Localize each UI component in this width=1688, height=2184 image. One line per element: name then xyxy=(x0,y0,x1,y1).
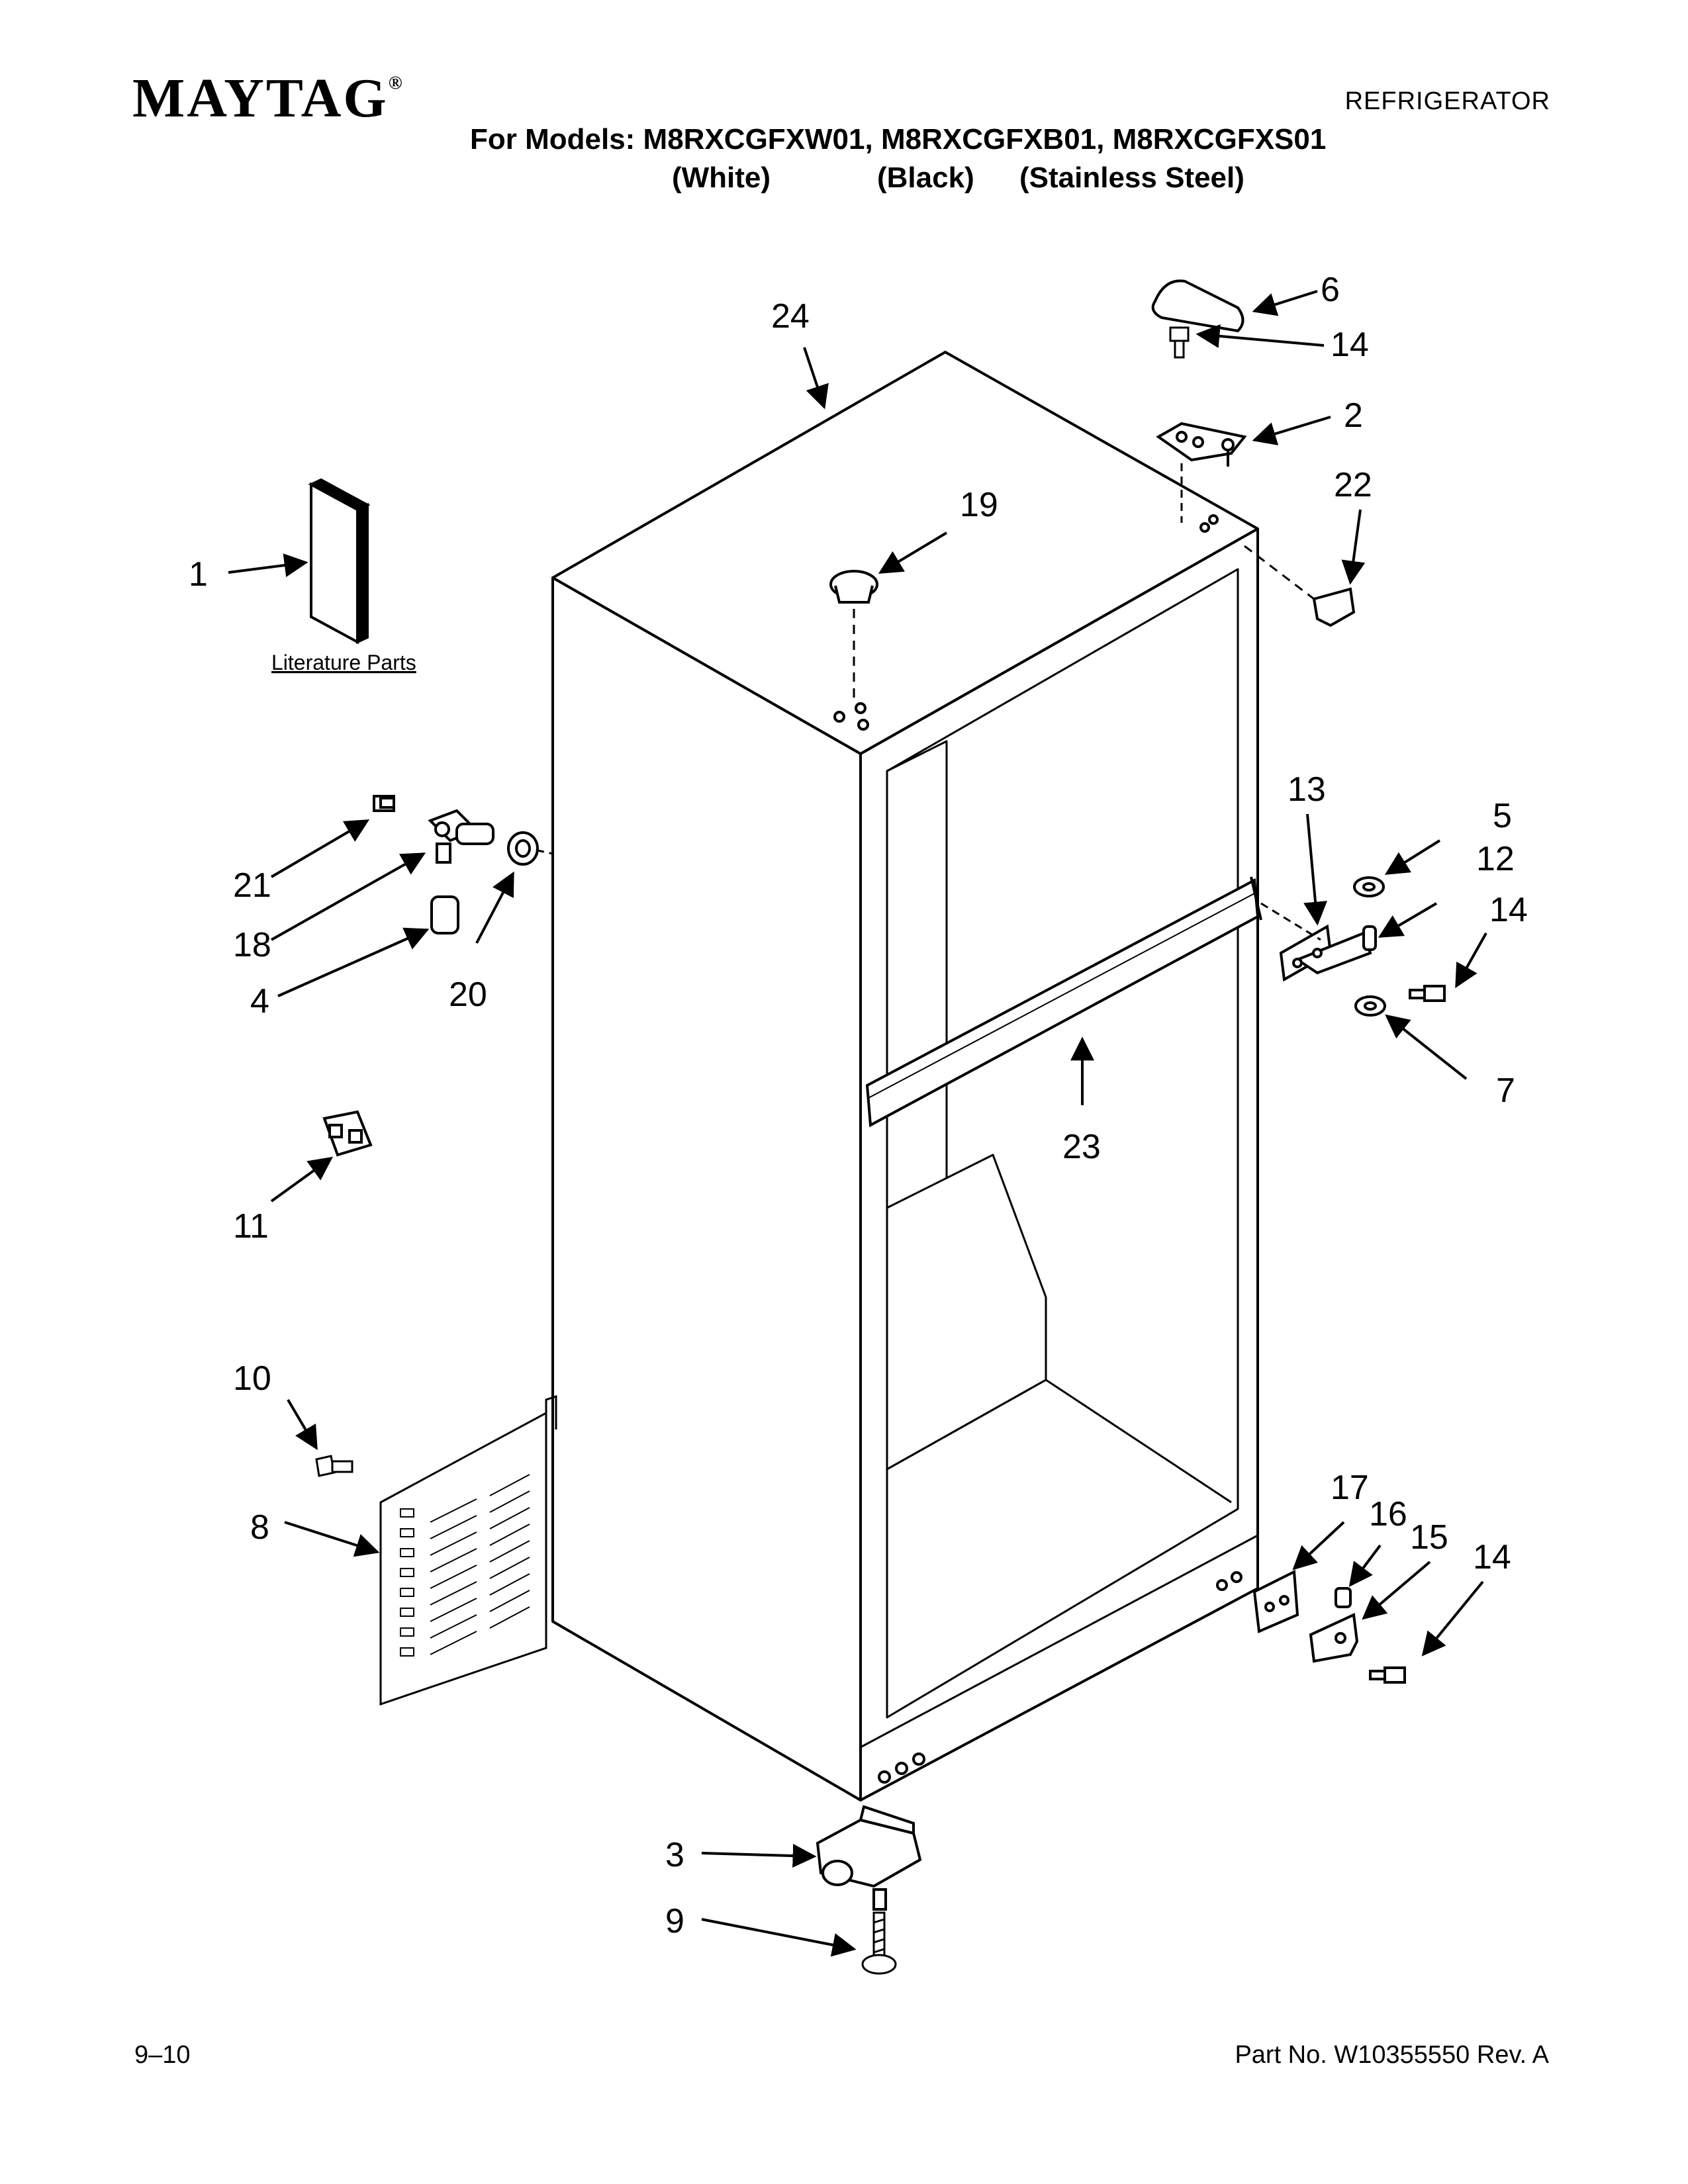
callout-4: 4 xyxy=(250,982,269,1021)
back-panel xyxy=(379,1394,557,1706)
hinge-cover xyxy=(1151,279,1244,333)
panel-screw xyxy=(315,1455,353,1477)
callout-3: 3 xyxy=(665,1836,684,1874)
callout-7: 7 xyxy=(1496,1071,1515,1110)
lower-hinge-group xyxy=(1252,1569,1406,1684)
top-plug xyxy=(829,570,878,604)
callout-2: 2 xyxy=(1344,396,1363,435)
leader-lines xyxy=(228,290,1487,1957)
top-hinge xyxy=(1156,422,1247,467)
category-label: REFRIGERATOR xyxy=(1344,87,1550,115)
variant-white: (White) xyxy=(672,161,771,194)
callout-numbers: 24 6 14 2 22 19 1 Literature Parts 21 18… xyxy=(189,271,1528,1940)
page-number: 9–10 xyxy=(134,2041,191,2069)
brand-logo: MAYTAG® xyxy=(132,68,404,129)
part-number: Part No. W10355550 Rev. A xyxy=(1235,2041,1549,2069)
callout-24: 24 xyxy=(771,297,810,336)
callout-6: 6 xyxy=(1321,271,1340,309)
roller-bracket xyxy=(816,1805,922,1911)
literature-caption: Literature Parts xyxy=(271,651,416,674)
wire-clip xyxy=(322,1110,373,1157)
callout-14-low: 14 xyxy=(1473,1538,1511,1576)
leveling-foot xyxy=(861,1911,897,1975)
center-hinge-group xyxy=(1279,876,1446,1017)
callout-16: 16 xyxy=(1369,1495,1407,1533)
callout-21: 21 xyxy=(233,866,271,905)
callout-14-mid: 14 xyxy=(1489,891,1528,929)
callout-13: 13 xyxy=(1288,770,1326,809)
door-stop-clip xyxy=(1312,587,1356,627)
cabinet xyxy=(551,351,1259,1801)
callout-1: 1 xyxy=(189,555,208,594)
callout-5: 5 xyxy=(1493,797,1512,835)
callout-11: 11 xyxy=(233,1207,269,1246)
callout-18: 18 xyxy=(233,926,271,964)
callout-17: 17 xyxy=(1331,1469,1369,1507)
callout-22: 22 xyxy=(1334,466,1372,504)
left-hinge-group xyxy=(373,795,539,934)
callout-10: 10 xyxy=(233,1359,271,1398)
variant-stainless: (Stainless Steel) xyxy=(1019,161,1244,194)
callout-23: 23 xyxy=(1062,1128,1101,1166)
variant-black: (Black) xyxy=(877,161,974,194)
callout-15: 15 xyxy=(1410,1518,1448,1557)
screw-top xyxy=(1169,326,1190,359)
callout-12: 12 xyxy=(1476,840,1515,878)
center-rail xyxy=(865,876,1262,1128)
literature-booklet xyxy=(308,478,371,645)
callout-20: 20 xyxy=(449,976,487,1014)
callout-14-top: 14 xyxy=(1331,326,1369,364)
callout-9: 9 xyxy=(665,1902,684,1940)
models-line: For Models: M8RXCGFXW01, M8RXCGFXB01, M8… xyxy=(470,123,1327,156)
callout-19: 19 xyxy=(960,486,998,524)
callout-8: 8 xyxy=(250,1508,269,1547)
